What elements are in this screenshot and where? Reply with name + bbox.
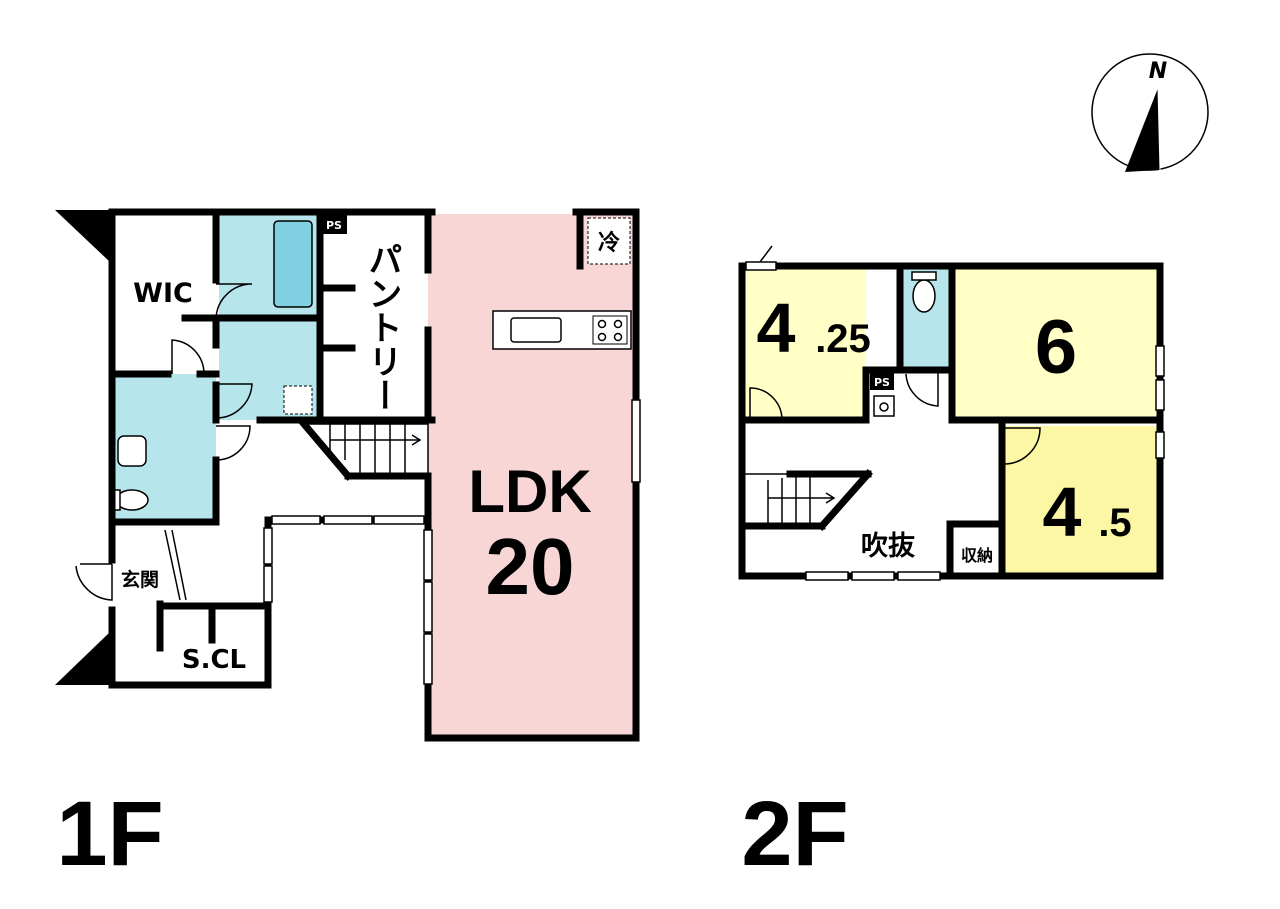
- wic-label: WIC: [133, 278, 193, 309]
- toilet-2f-icon: [912, 279, 936, 313]
- room-4-25-int: 4: [757, 289, 796, 367]
- room-6-area: [954, 266, 1160, 420]
- entrance-label: 玄関: [121, 568, 159, 591]
- fridge-space: [587, 217, 631, 265]
- storage-label: 収納: [961, 546, 993, 565]
- room-4-5-frac: .5: [1098, 501, 1131, 545]
- ps-box-1f: [321, 214, 347, 234]
- compass: N: [1091, 53, 1209, 172]
- room-4-25-frac: .25: [815, 317, 871, 361]
- pantry-label: パントリー: [362, 242, 402, 412]
- room-4-5-area: [1004, 426, 1160, 576]
- room-4-25-area: [742, 266, 866, 420]
- bathtub-icon: [273, 220, 313, 308]
- compass-needle-icon: [1125, 88, 1160, 172]
- ps-label-2f: PS: [874, 376, 890, 389]
- room-4-5-int: 4: [1043, 473, 1082, 551]
- ldk-label: LDK: [468, 458, 591, 525]
- ps-label-1f: PS: [326, 219, 342, 232]
- void-label: 吹抜: [861, 531, 916, 562]
- washer-space-icon: [283, 385, 313, 415]
- ldk-size-label: 20: [486, 522, 575, 611]
- fridge-label: 冷: [598, 230, 620, 256]
- floor-2-label: 2F: [741, 783, 848, 885]
- sink-2f-icon: [873, 395, 895, 417]
- floor-2-plan: 4 .25 6 4 .5 PS 吹抜 収納 2F: [738, 245, 1165, 885]
- room-6-label: 6: [1035, 305, 1077, 390]
- floor-1-plan: WIC PS パントリー 冷 LDK 20 玄関 S.CL 1F: [55, 208, 641, 885]
- floor-1-label: 1F: [56, 783, 163, 885]
- ps-box-2f: [870, 372, 894, 390]
- shoe-closet-label: S.CL: [182, 645, 246, 675]
- toilet-icon: [115, 489, 149, 511]
- stove-icon: [592, 315, 628, 345]
- ldk-area: [428, 214, 636, 738]
- sink-icon: [117, 435, 147, 467]
- north-label: N: [1149, 59, 1167, 84]
- kitchen-sink-icon: [510, 317, 562, 343]
